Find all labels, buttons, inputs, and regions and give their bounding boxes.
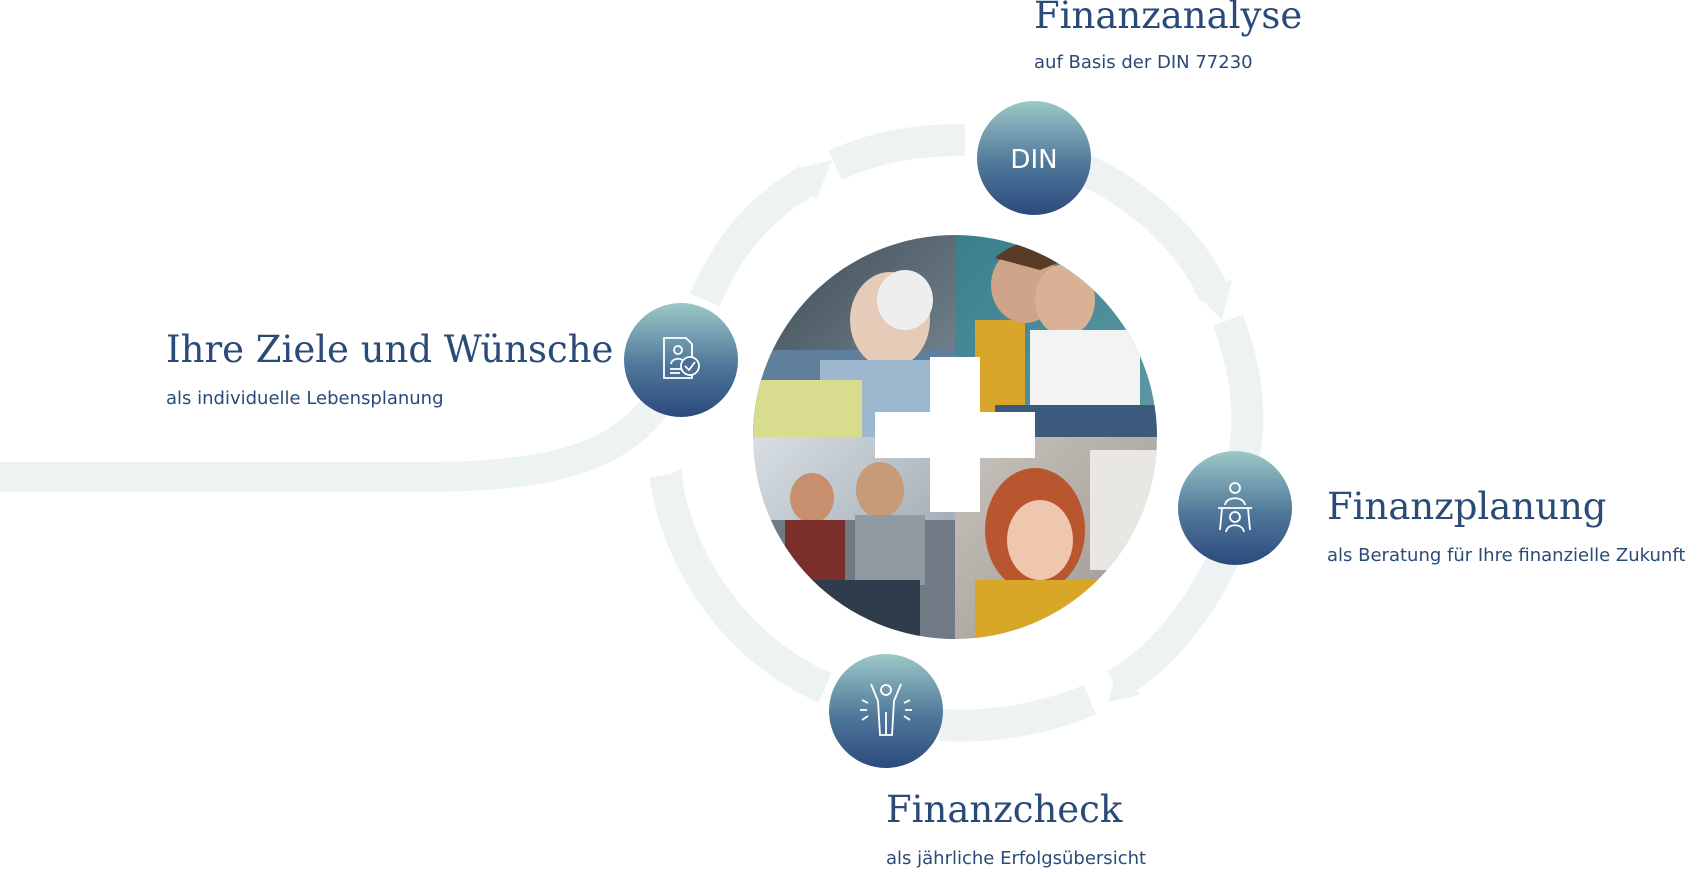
arrowhead-top-left — [800, 160, 832, 200]
photo-smiling-couple — [955, 235, 1157, 437]
photo-red-haired-girl — [955, 437, 1157, 639]
arrowhead-bottom-left — [650, 468, 684, 505]
photo-elderly-man — [753, 235, 955, 437]
check-subtitle: als jährliche Erfolgsübersicht — [886, 848, 1147, 869]
photo-family-on-sofa — [753, 437, 955, 639]
analysis-title: Finanzanalyse — [1034, 0, 1303, 37]
node-analysis[interactable]: DIN — [977, 101, 1091, 215]
analysis-subtitle: auf Basis der DIN 77230 — [1034, 52, 1253, 73]
goals-subtitle: als individuelle Lebensplanung — [166, 388, 444, 409]
check-title: Finanzcheck — [886, 788, 1123, 831]
node-goals[interactable] — [624, 303, 738, 417]
document-check-icon — [663, 337, 700, 379]
cycle-arrowheads — [650, 160, 1232, 702]
goals-title: Ihre Ziele und Wünsche — [166, 328, 614, 371]
din-icon-label: DIN — [1010, 145, 1057, 175]
arrowhead-top-right — [1192, 280, 1232, 320]
planning-title: Finanzplanung — [1327, 485, 1607, 528]
planning-subtitle: als Beratung für Ihre finanzielle Zukunf… — [1327, 545, 1686, 566]
plus-sign — [875, 357, 1035, 512]
cycle-track — [649, 124, 1264, 742]
entry-path — [0, 390, 673, 492]
arrowhead-bottom-right — [1108, 668, 1140, 702]
node-check[interactable] — [829, 654, 943, 768]
consultation-icon — [1218, 482, 1252, 533]
celebrating-person-icon — [860, 683, 912, 736]
center-photo-collage — [753, 235, 1157, 639]
node-planning[interactable] — [1178, 451, 1292, 565]
